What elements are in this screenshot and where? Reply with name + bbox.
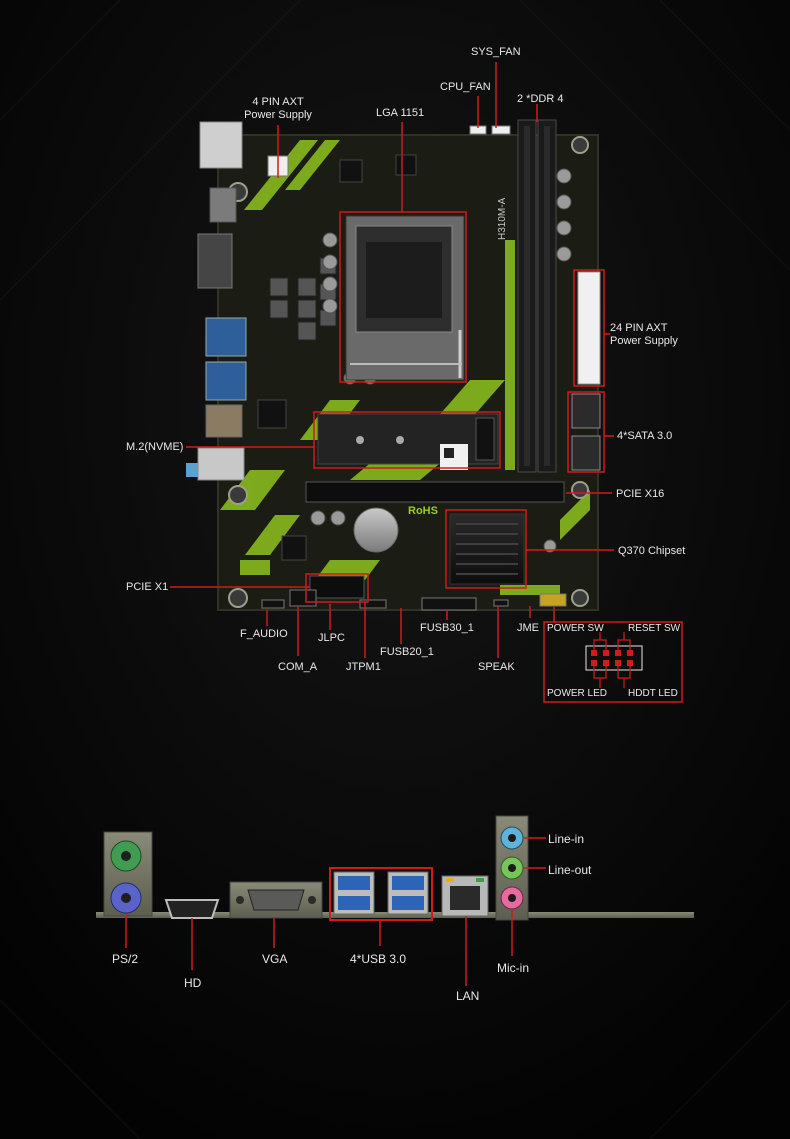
pcb-model-text: H310M-A — [497, 197, 508, 240]
label-24pin-line2: Power Supply — [610, 335, 678, 347]
ic-chips — [257, 154, 417, 561]
ps2-port-icon — [103, 831, 153, 917]
label-ps2: PS/2 — [112, 952, 139, 966]
cmos-battery — [353, 507, 399, 553]
sata-ports — [571, 393, 601, 471]
label-4pin-line2: Power Supply — [244, 109, 312, 121]
cpu-socket — [345, 215, 465, 381]
label-com-a: COM_A — [278, 661, 318, 673]
board-rear-io — [186, 121, 247, 481]
label-sys-fan: SYS_FAN — [471, 46, 521, 58]
label-power-sw: POWER SW — [547, 623, 604, 634]
pcie-x1-slot — [309, 575, 365, 599]
label-fusb20: FUSB20_1 — [380, 646, 434, 658]
label-power-led: POWER LED — [547, 688, 608, 699]
label-cpu-fan: CPU_FAN — [440, 81, 491, 93]
label-jme: JME — [517, 622, 539, 634]
rear-io-panel — [96, 815, 694, 921]
label-lan: LAN — [456, 989, 480, 1003]
label-pcie16: PCIE X16 — [616, 488, 665, 500]
callout-lines — [170, 62, 683, 703]
mounting-holes — [228, 136, 589, 608]
label-vga: VGA — [262, 952, 288, 966]
motherboard: H310M-A RoHS — [186, 119, 601, 611]
lan-port-icon — [441, 875, 489, 917]
label-line-out: Line-out — [548, 863, 592, 877]
front-panel-pin-diagram — [585, 632, 643, 688]
label-hd: HD — [184, 976, 202, 990]
label-chipset: Q370 Chipset — [618, 545, 686, 557]
label-24pin-line1: 24 PIN AXT — [610, 322, 668, 334]
label-4pin-line1: 4 PIN AXT — [252, 96, 304, 108]
label-m2: M.2(NVME) — [126, 441, 184, 453]
label-f-audio: F_AUDIO — [240, 628, 288, 640]
bottom-pin-headers — [261, 589, 567, 611]
label-fusb30: FUSB30_1 — [420, 622, 474, 634]
label-pcie1: PCIE X1 — [126, 581, 169, 593]
label-hddt-led: HDDT LED — [628, 688, 678, 699]
label-reset-sw: RESET SW — [628, 623, 681, 634]
label-lga: LGA 1151 — [376, 107, 425, 119]
dimm-slots — [517, 119, 557, 473]
io-leader-lines — [125, 837, 546, 986]
chipset-heatsink — [449, 513, 525, 585]
usb-callout-box — [329, 867, 433, 921]
label-jlpc: JLPC — [318, 632, 345, 644]
label-jtpm1: JTPM1 — [346, 661, 381, 673]
label-usb: 4*USB 3.0 — [350, 952, 407, 966]
audio-jack-icon — [495, 815, 529, 921]
hdmi-port-icon — [164, 899, 220, 919]
label-line-in: Line-in — [548, 832, 585, 846]
label-ddr: 2 *DDR 4 — [517, 93, 564, 105]
label-mic-in: Mic-in — [497, 961, 529, 975]
usb-port-icon — [333, 871, 429, 915]
vga-port-icon — [229, 881, 323, 919]
label-speak: SPEAK — [478, 661, 515, 673]
m2-slot — [317, 413, 499, 470]
pcie-x16-slot — [305, 481, 565, 503]
label-sata: 4*SATA 3.0 — [617, 430, 673, 442]
rohs-mark: RoHS — [408, 505, 438, 517]
power-24pin — [577, 271, 601, 385]
